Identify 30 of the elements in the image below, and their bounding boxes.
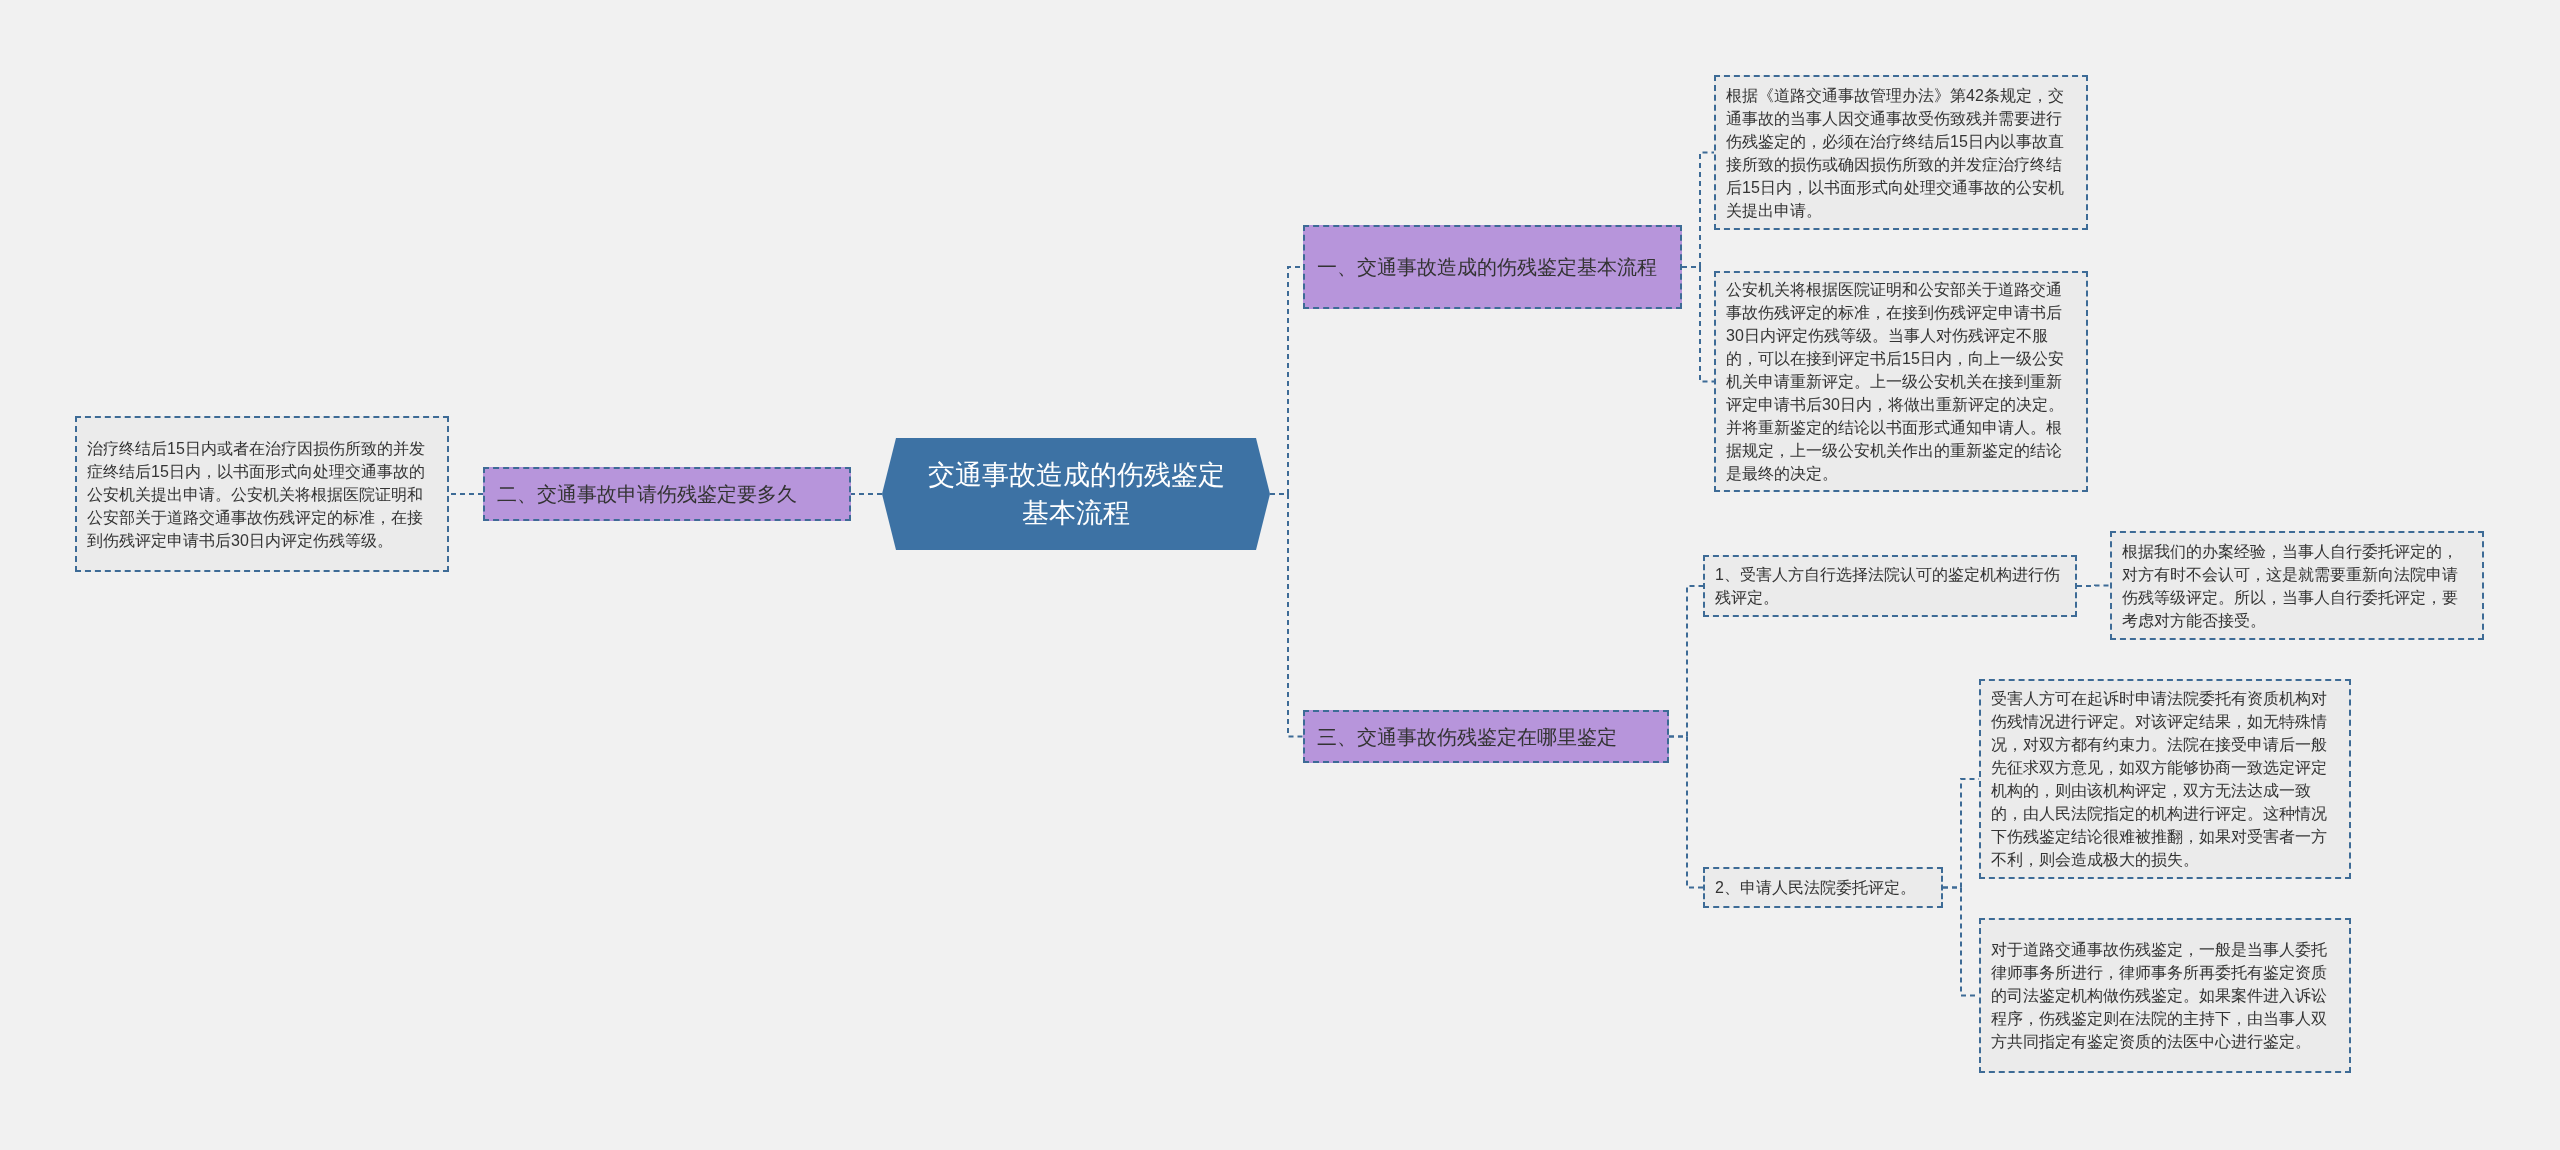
note-box [1979,679,2351,879]
topic-box [1303,710,1669,763]
topic-box [483,467,851,521]
note-text: 根据《道路交通事故管理办法》第42条规定，交通事故的当事人因交通事故受伤致残并需要进行伤残鉴定的，必须在治疗终结后15日内以事故直接所致的损伤或确因损伤所致的并发症治疗终结后15日内，以书面形式向处理交通事故的公安机关提出申请。 [1726,85,2065,221]
note-text: 对于道路交通事故伤残鉴定，一般是当事人委托律师事务所进行，律师事务所再委托有鉴定资质的司法鉴定机构做伤残鉴定。如果案件进入诉讼程序，伤残鉴定则在法院的主持下，由当事人双方共同指定有鉴定资质的法医中心进行鉴定。 [1991,940,2328,1052]
note-text: 受害人方可在起诉时申请法院委托有资质机构对伤残情况进行评定。对该评定结果，如无特殊情况，对双方都有约束力。法院在接受申请后一般先征求双方意见，如双方能够协商一致选定评定机构的，则由该机构评定，双方无法达成一致的，由人民法院指定的机构进行评定。这种情况下伤残鉴定结论很难被推翻，如果对受害者一方不利，则会造成极大的损失。 [1991,689,2328,870]
note-text: 2、申请人民法院委托评定。 [1715,878,1916,898]
topic-title: 交通事故造成的伤残鉴定基本流程 [926,459,1226,530]
connector-line [1681,266,1715,383]
connector-line [2076,584,2111,587]
note-text: 根据我们的办案经验，当事人自行委托评定的，对方有时不会认可，这是就需要重新向法院申请伤残等级评定。所以，当事人自行委托评定，要考虑对方能否接受。 [2122,541,2459,631]
connector-line [1668,735,1704,889]
hexagon-node [882,438,1270,550]
note-box [1714,271,2088,492]
connector-line [448,493,484,495]
topic-text: 二、交通事故申请伤残鉴定要多久 [497,482,797,507]
topic-text: 一、交通事故造成的伤残鉴定基本流程 [1317,255,1657,280]
topic-box [1303,225,1682,309]
note-box [75,416,449,572]
note-box [1979,918,2351,1073]
note-box [1714,75,2088,230]
note-box [1703,555,2077,617]
connector-line [850,493,883,495]
topic-text: 三、交通事故伤残鉴定在哪里鉴定 [1317,724,1617,750]
connector-line [1269,493,1304,738]
note-text: 公安机关将根据医院证明和公安部关于道路交通事故伤残评定的标准，在接到伤残评定申请书后30日内评定伤残等级。当事人对伤残评定不服的，可以在接到评定书后15日内，向上一级公安机关申请重新评定。上一级公安机关在接到重新评定申请书后30日内，将做出重新评定的决定。并将重新鉴定的结论以书面形式通知申请人。根据规定，上一级公安机关作出的重新鉴定的结论是最终的决定。 [1726,280,2065,484]
note-text: 治疗终结后15日内或者在治疗因损伤所致的并发症终结后15日内，以书面形式向处理交通事故的公安机关提出申请。公安机关将根据医院证明和公安部关于道路交通事故伤残评定的标准，在接到伤残评定申请书后30日内评定伤残等级。 [87,438,426,551]
note-text: 1、受害人方自行选择法院认可的鉴定机构进行伤残评定。 [1715,565,2061,608]
note-box [1703,867,1943,908]
note-box [2110,531,2484,640]
